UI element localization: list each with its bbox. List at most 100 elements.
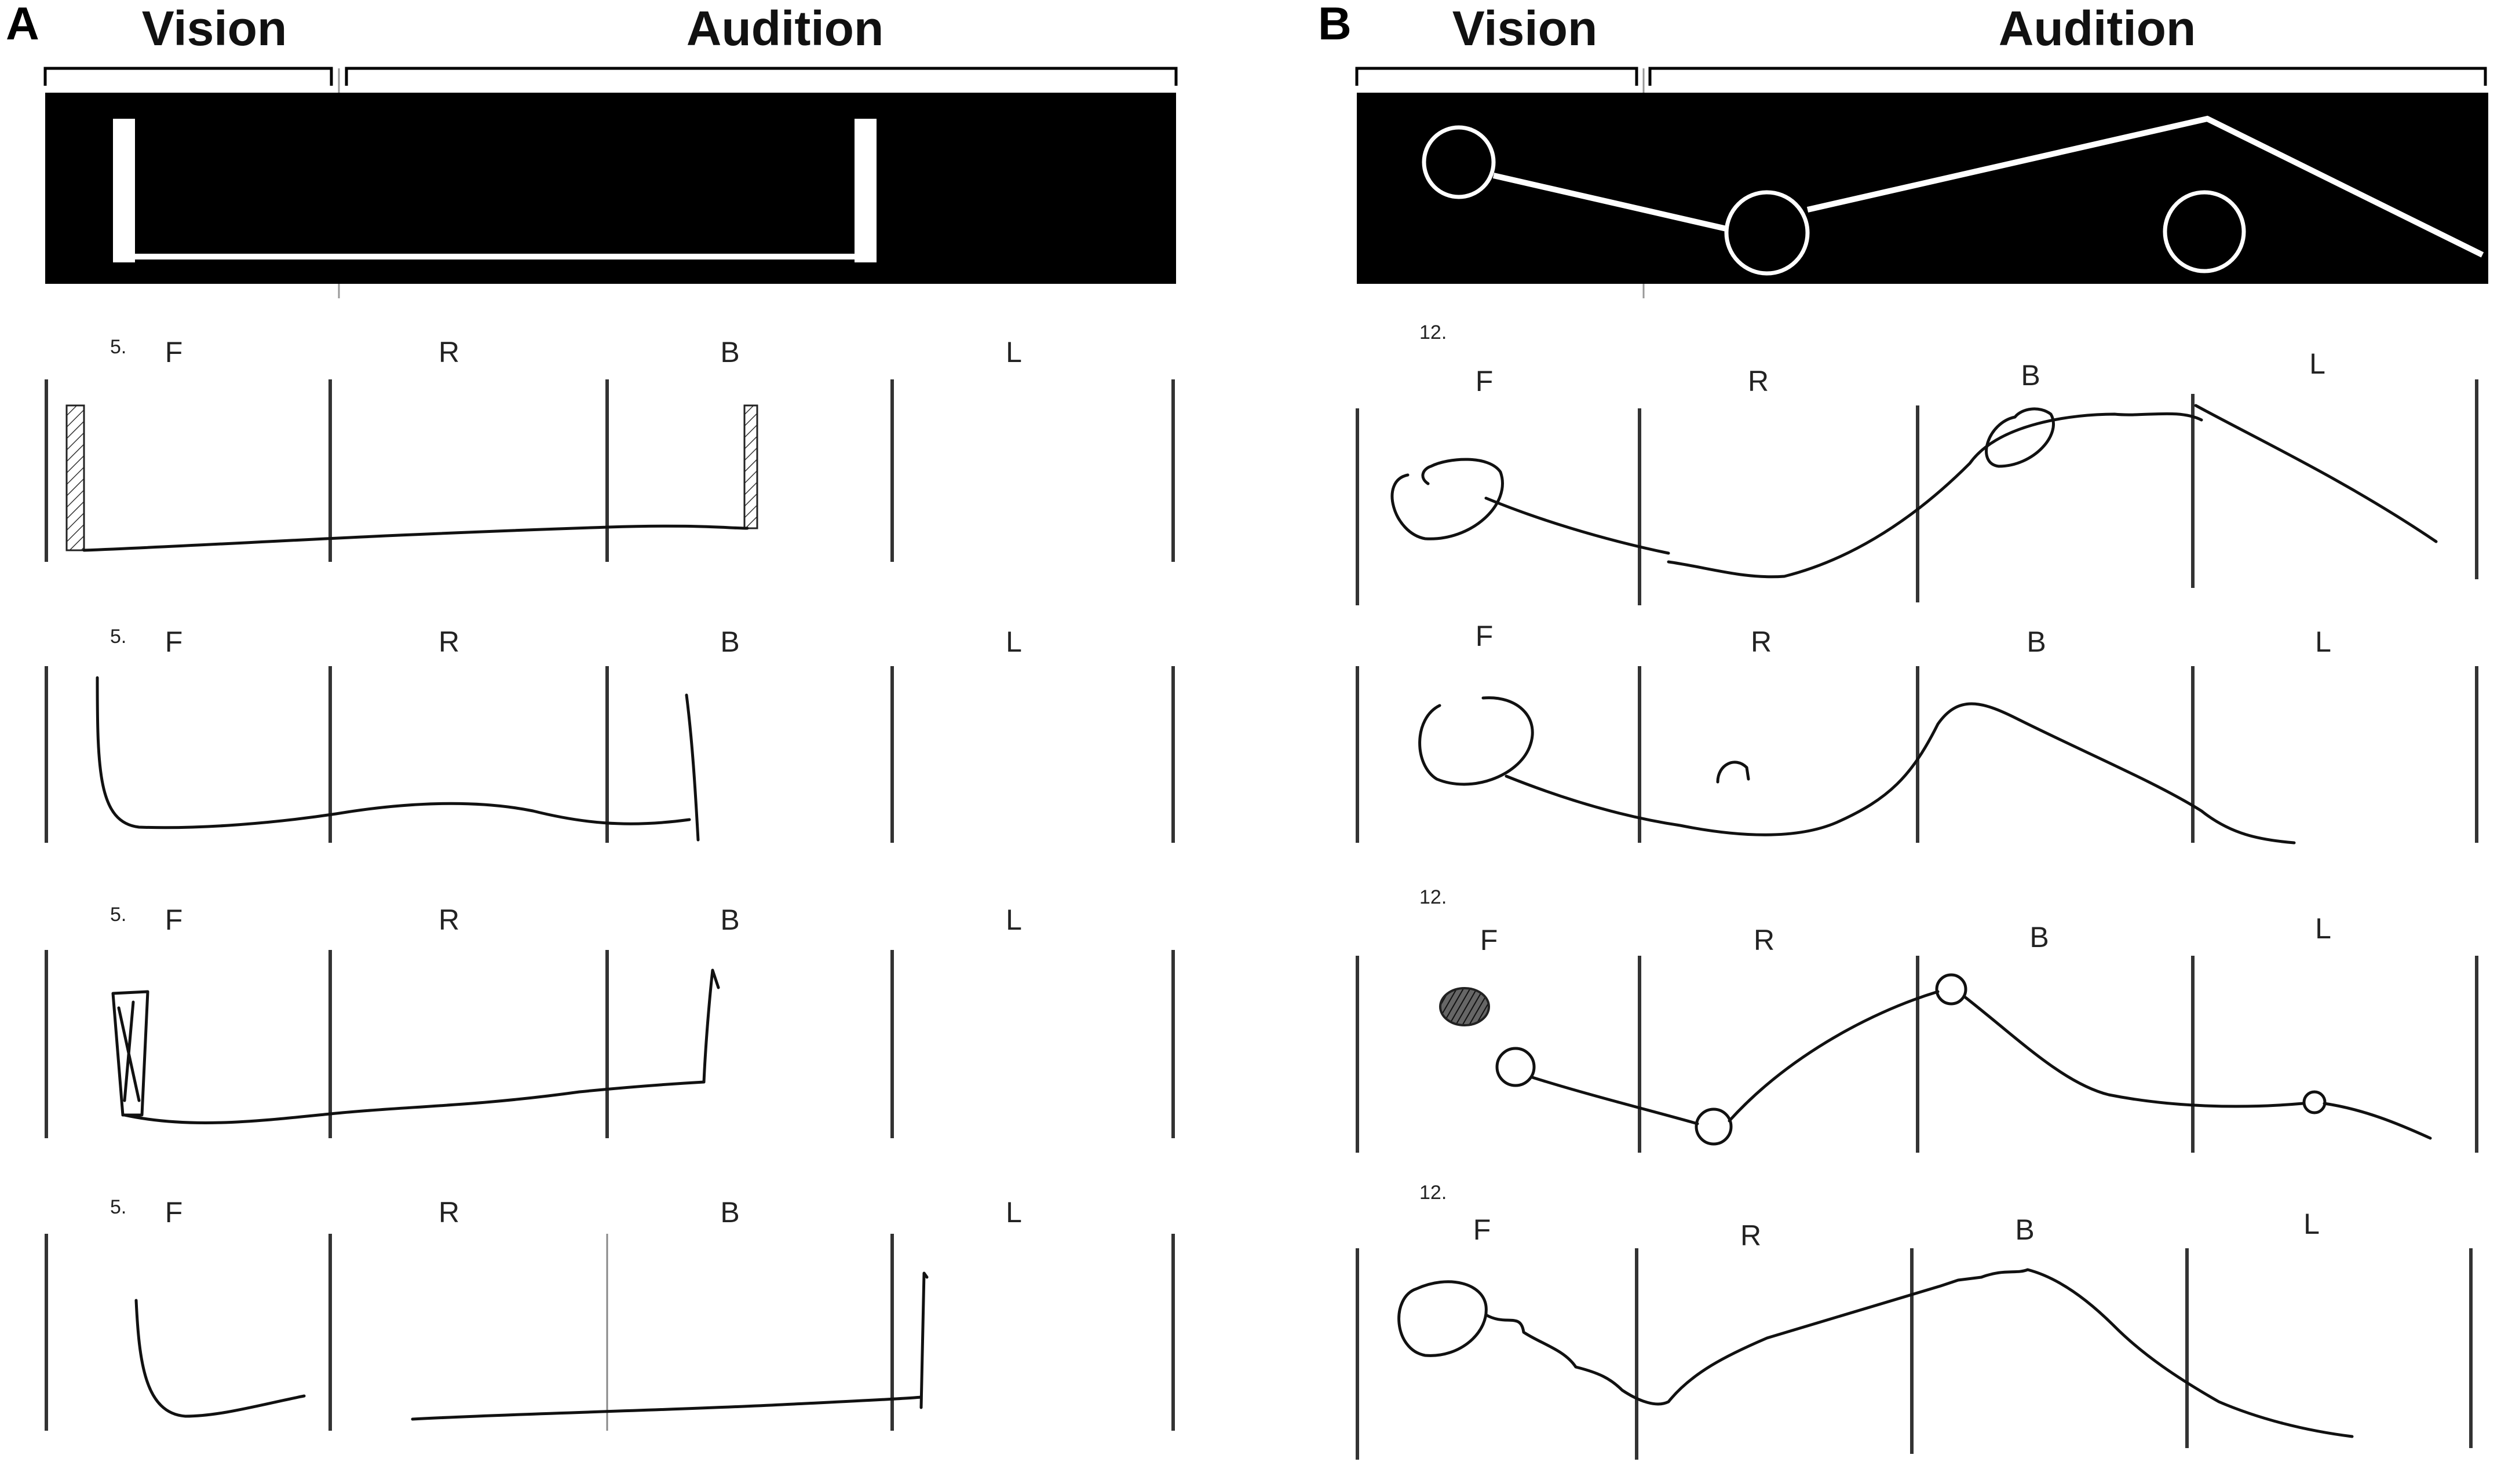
panel-a-vision-label: Vision bbox=[142, 1, 287, 56]
drawn-floor-line bbox=[411, 1395, 923, 1421]
panel-b-letter: B bbox=[1318, 0, 1352, 49]
panel-a-row-3: 5. F R B L bbox=[45, 904, 1175, 1138]
panel-b-stimulus-background bbox=[1357, 93, 2488, 284]
stimulus-path-segment bbox=[1492, 173, 1728, 232]
label-front: F bbox=[1476, 365, 1494, 397]
panel-b-row-3: 12. F R B L bbox=[1356, 886, 2478, 1153]
drawn-path bbox=[2323, 1102, 2432, 1140]
label-front: F bbox=[1480, 924, 1498, 956]
stimulus-path-segment bbox=[1806, 115, 2484, 258]
drawn-floor-line bbox=[82, 524, 749, 552]
drawn-right-stroke bbox=[685, 693, 700, 842]
label-left: L bbox=[2303, 1208, 2320, 1240]
label-left: L bbox=[1006, 336, 1022, 368]
drawn-path bbox=[1531, 1076, 1699, 1125]
drawn-circle bbox=[1397, 1280, 1488, 1357]
drawn-path bbox=[1505, 702, 2296, 845]
label-back: B bbox=[2029, 921, 2049, 953]
trial-number: 12. bbox=[1419, 1182, 1447, 1204]
panel-b-audition-label: Audition bbox=[1999, 1, 2196, 56]
drawn-path bbox=[1484, 1268, 2354, 1438]
stimulus-circle bbox=[1724, 190, 1810, 276]
panel-a-row-2: 5. F R B L bbox=[45, 626, 1175, 843]
drawn-circle bbox=[1695, 1107, 1733, 1146]
panel-b-row-2: F R B L bbox=[1356, 620, 2478, 845]
label-right: R bbox=[1754, 924, 1775, 956]
label-right: R bbox=[439, 1196, 459, 1229]
drawn-right-stroke bbox=[919, 1271, 929, 1409]
drawn-path bbox=[1962, 995, 2305, 1108]
trial-number: 5. bbox=[110, 904, 126, 926]
panel-a-audition-label: Audition bbox=[687, 1, 884, 56]
label-left: L bbox=[1006, 904, 1022, 936]
panel-a: A Vision Audition 5. F R B L bbox=[6, 0, 1178, 1431]
label-left: L bbox=[1006, 1196, 1022, 1229]
label-left: L bbox=[2309, 348, 2325, 380]
panel-a-stimulus-background bbox=[45, 93, 1176, 284]
label-front: F bbox=[1473, 1213, 1491, 1246]
label-back: B bbox=[720, 626, 739, 658]
drawn-right-stroke bbox=[702, 968, 720, 1084]
panel-b-vision-bracket bbox=[1355, 67, 1638, 86]
trial-number: 5. bbox=[110, 1196, 126, 1218]
label-back: B bbox=[720, 1196, 739, 1229]
label-right: R bbox=[1740, 1219, 1761, 1252]
panel-b-audition-bracket bbox=[1648, 67, 2487, 86]
panel-b-row-1: 12. F R B L bbox=[1356, 321, 2478, 605]
label-front: F bbox=[1476, 620, 1494, 652]
label-back: B bbox=[720, 336, 739, 368]
label-back: B bbox=[2015, 1213, 2034, 1246]
panel-b-stimulus bbox=[1357, 93, 2488, 284]
label-front: F bbox=[165, 336, 183, 368]
panel-b: B Vision Audition 12. F R B L bbox=[1318, 0, 2488, 1460]
label-front: F bbox=[165, 1196, 183, 1229]
label-front: F bbox=[165, 904, 183, 936]
drawn-path bbox=[1728, 990, 1940, 1123]
drawn-left-bar bbox=[111, 990, 149, 1117]
trial-number: 5. bbox=[110, 336, 126, 358]
panel-a-audition-bracket bbox=[345, 67, 1178, 86]
label-right: R bbox=[439, 626, 459, 658]
drawn-circle bbox=[1495, 1047, 1536, 1087]
drawn-right-bar bbox=[743, 404, 758, 529]
panel-b-vision-label: Vision bbox=[1452, 1, 1598, 56]
panel-a-stimulus-left-bar bbox=[113, 119, 135, 262]
panel-a-row-1: 5. F R B L bbox=[45, 336, 1175, 562]
drawn-path bbox=[1667, 412, 2203, 579]
trial-number: 12. bbox=[1419, 321, 1447, 343]
drawn-circle bbox=[1935, 973, 1967, 1006]
drawn-small-arc bbox=[1716, 761, 1750, 784]
panel-a-row-4: 5. F R B L bbox=[45, 1196, 1175, 1431]
panel-a-stimulus-right-bar bbox=[855, 119, 877, 262]
stimulus-circle bbox=[2163, 190, 2246, 273]
panel-a-letter: A bbox=[6, 0, 39, 49]
panel-b-row-4: 12. F R B L bbox=[1356, 1182, 2473, 1460]
panel-a-vision-bracket bbox=[43, 67, 333, 86]
drawn-circle bbox=[1418, 696, 1534, 786]
drawn-path bbox=[1484, 496, 1670, 555]
trial-number: 5. bbox=[110, 626, 126, 648]
drawn-left-curve bbox=[134, 1299, 306, 1418]
drawn-circle bbox=[1985, 407, 2055, 468]
label-front: F bbox=[165, 626, 183, 658]
drawn-path bbox=[2194, 404, 2438, 543]
drawn-circle bbox=[1390, 458, 1504, 540]
drawn-outline bbox=[96, 676, 691, 829]
label-left: L bbox=[1006, 626, 1022, 658]
label-right: R bbox=[1751, 626, 1772, 658]
drawn-circle bbox=[2302, 1090, 2327, 1114]
label-back: B bbox=[720, 904, 739, 936]
drawn-filled-blob bbox=[1439, 987, 1490, 1026]
label-right: R bbox=[439, 904, 459, 936]
panel-a-stimulus bbox=[45, 93, 1176, 284]
label-right: R bbox=[1748, 365, 1769, 397]
label-right: R bbox=[439, 336, 459, 368]
stimulus-circle bbox=[1422, 125, 1496, 199]
label-left: L bbox=[2315, 912, 2331, 945]
label-back: B bbox=[2021, 359, 2040, 392]
label-left: L bbox=[2315, 626, 2331, 658]
label-back: B bbox=[2027, 626, 2046, 658]
drawn-floor-line bbox=[123, 1080, 706, 1124]
drawn-left-bar bbox=[65, 404, 85, 551]
